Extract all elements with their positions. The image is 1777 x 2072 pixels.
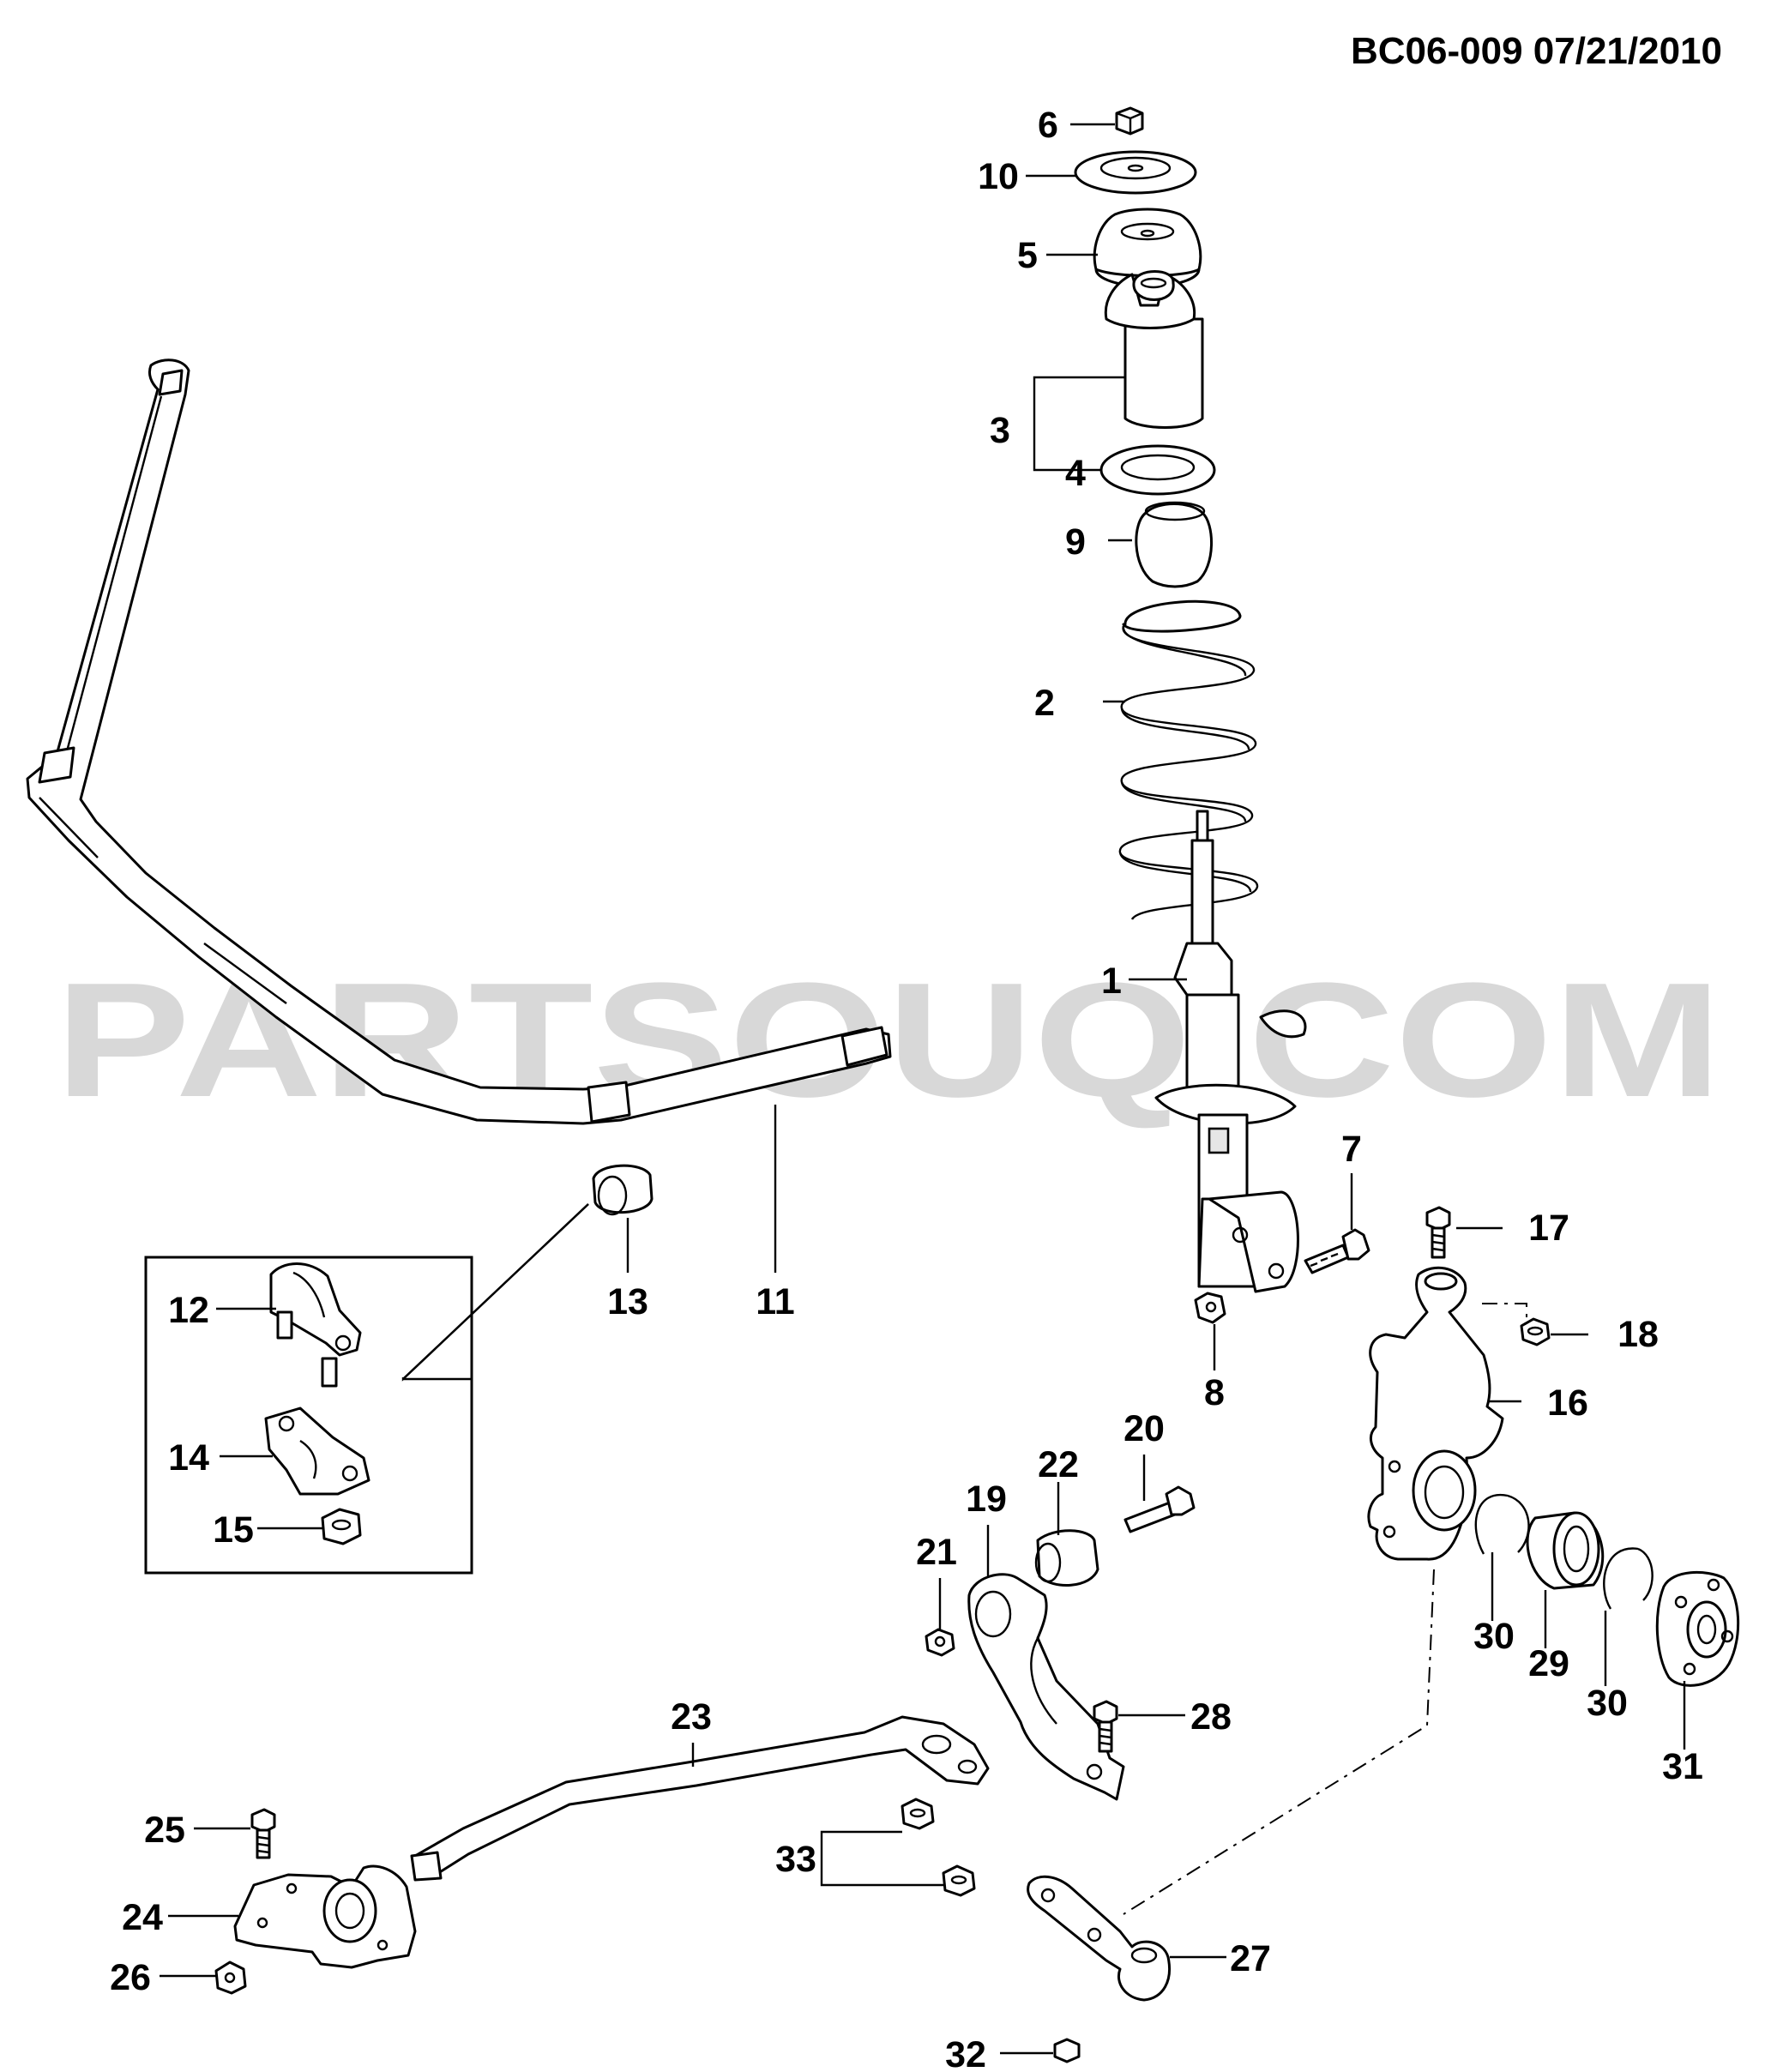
callout-22: 22	[1038, 1444, 1079, 1485]
part-18-nut[interactable]	[1520, 1317, 1551, 1346]
callout-21: 21	[916, 1532, 957, 1573]
part-25-bolt[interactable]	[250, 1808, 276, 1859]
callout-30-inner: 30	[1473, 1616, 1515, 1657]
callout-5: 5	[1017, 235, 1038, 276]
part-7-bolt[interactable]	[1304, 1228, 1370, 1274]
callout-27: 27	[1230, 1938, 1271, 1979]
part-31-wheel-hub[interactable]	[1655, 1570, 1740, 1687]
part-29-wheel-bearing[interactable]	[1526, 1511, 1605, 1590]
assembly-line-18	[1482, 1303, 1527, 1322]
callout-25: 25	[144, 1810, 185, 1851]
callout-3: 3	[990, 410, 1010, 451]
part-28-bolt[interactable]	[1093, 1700, 1118, 1753]
part-1-shock-absorber[interactable]	[1154, 810, 1307, 1293]
part-20-bolt[interactable]	[1123, 1485, 1196, 1533]
callout-31: 31	[1662, 1746, 1703, 1787]
part-15-nut[interactable]	[321, 1508, 362, 1545]
callout-18: 18	[1617, 1314, 1659, 1355]
part-26-nut[interactable]	[214, 1961, 247, 1995]
callout-33: 33	[775, 1839, 816, 1880]
callout-2: 2	[1034, 683, 1055, 724]
detail-lead-2	[401, 1203, 589, 1382]
part-21-nut[interactable]	[925, 1628, 955, 1657]
part-17-bolt[interactable]	[1425, 1206, 1451, 1259]
part-27-ball-joint[interactable]	[1027, 1875, 1171, 2002]
callout-28: 28	[1190, 1696, 1232, 1738]
part-30-snap-ring-outer[interactable]	[1603, 1547, 1654, 1610]
part-4-spring-seat[interactable]	[1099, 444, 1216, 496]
callout-30-outer: 30	[1587, 1683, 1628, 1724]
part-6-nut[interactable]	[1115, 106, 1144, 136]
part-14-bracket[interactable]	[264, 1406, 370, 1496]
part-23-lower-control-arm[interactable]	[410, 1715, 990, 1882]
part-16-steering-knuckle[interactable]	[1367, 1266, 1504, 1561]
detail-box	[144, 1256, 473, 1575]
callout-16: 16	[1547, 1382, 1588, 1424]
callout-4: 4	[1065, 453, 1086, 494]
callout-9: 9	[1065, 521, 1086, 563]
callout-11: 11	[756, 1281, 794, 1322]
diagram-code: BC06-009 07/21/2010	[1351, 30, 1722, 72]
callout-26: 26	[110, 1957, 151, 1998]
part-3-bearing-seat[interactable]	[1104, 270, 1204, 429]
callout-19: 19	[966, 1479, 1007, 1520]
callout-29: 29	[1528, 1643, 1569, 1684]
part-30-snap-ring-inner[interactable]	[1474, 1493, 1530, 1555]
part-11-stabilizer-bar[interactable]	[26, 358, 892, 1125]
callout-17: 17	[1528, 1208, 1569, 1249]
callout-7: 7	[1341, 1129, 1362, 1170]
part-33-nuts[interactable]	[901, 1798, 976, 1897]
part-22-bushing[interactable]	[1034, 1529, 1099, 1587]
callout-8: 8	[1204, 1372, 1225, 1413]
callout-14: 14	[168, 1437, 209, 1479]
part-9-bump-stop[interactable]	[1135, 501, 1213, 588]
part-8-nut[interactable]	[1194, 1292, 1226, 1324]
part-19-lower-arm-bracket[interactable]	[967, 1573, 1125, 1801]
part-24-rear-bushing-bracket[interactable]	[233, 1864, 417, 1969]
callout-1: 1	[1101, 961, 1122, 1002]
part-12-bracket[interactable]	[269, 1262, 362, 1388]
part-32-nut[interactable]	[1053, 2038, 1081, 2063]
callout-6: 6	[1038, 105, 1058, 146]
callout-20: 20	[1123, 1408, 1165, 1449]
leader-lines	[160, 123, 1686, 2055]
part-2-coil-spring[interactable]	[1118, 599, 1259, 920]
assembly-line-knuckle	[1123, 1569, 1435, 1915]
part-10-washer[interactable]	[1074, 150, 1197, 195]
callout-15: 15	[213, 1509, 254, 1551]
callout-labels: 6 10 5 3 4 9 2 1 7 8 11 13 12 14 15 17 1…	[110, 105, 1703, 2072]
callout-12: 12	[168, 1290, 209, 1331]
part-13-bushing[interactable]	[592, 1164, 654, 1216]
callout-32: 32	[945, 2034, 986, 2072]
callout-10: 10	[978, 156, 1019, 197]
callout-23: 23	[671, 1696, 712, 1738]
callout-13: 13	[607, 1281, 648, 1322]
callout-24: 24	[122, 1897, 163, 1938]
